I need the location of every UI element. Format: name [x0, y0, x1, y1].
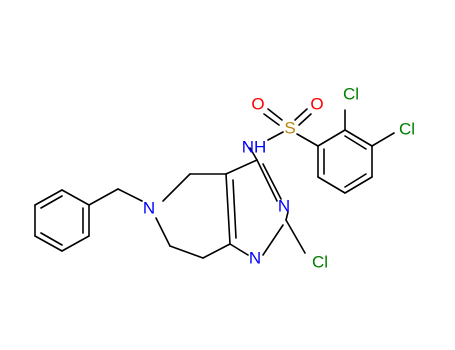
- atom-nh: NH: [242, 138, 267, 157]
- atom-o-right: O: [310, 95, 323, 114]
- sulfonyl-bonds: [263, 108, 319, 147]
- atom-o-left: O: [251, 95, 264, 114]
- atom-s: S: [284, 119, 295, 138]
- bonds: [34, 108, 395, 259]
- atom-n-piperidine: N: [143, 199, 155, 218]
- atom-labels: O O S Cl Cl NH N N N Cl: [143, 85, 415, 272]
- benzyl-linker-bonds: [88, 188, 143, 206]
- atom-cl-pyrimidine: Cl: [312, 253, 328, 272]
- atom-n-pyrimidine-top: N: [278, 197, 290, 216]
- dichlorophenyl-ring-bonds: [317, 129, 373, 194]
- atom-n-pyrimidine-bottom: N: [249, 249, 261, 268]
- pyrimidine-cl-bond: [285, 219, 306, 254]
- phenyl-ring-bonds: [34, 189, 90, 252]
- piperidine-ring-bonds: [155, 173, 231, 259]
- nh-bond: [249, 147, 258, 161]
- meta-cl-bond: [371, 132, 395, 147]
- pyrimidine-ring-bonds: [225, 159, 289, 256]
- atom-cl-ortho: Cl: [343, 85, 359, 104]
- atom-cl-meta: Cl: [399, 120, 415, 139]
